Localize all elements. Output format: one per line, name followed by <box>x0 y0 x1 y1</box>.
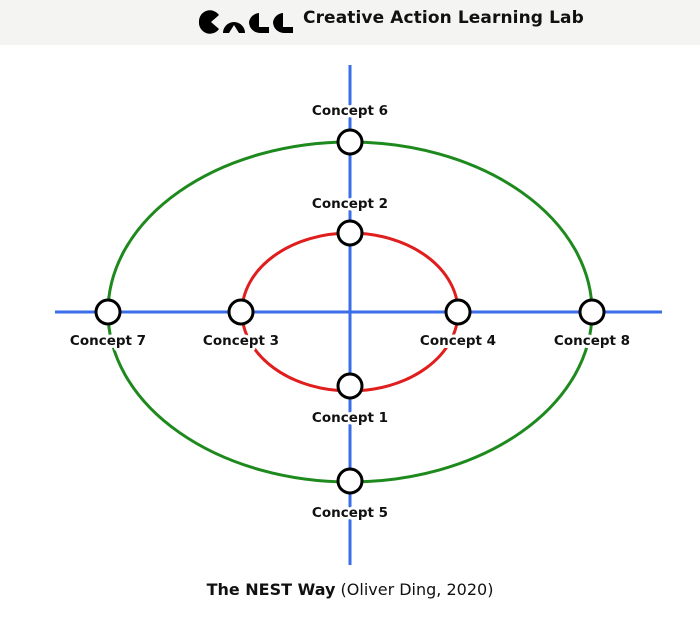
node-concept-3 <box>227 298 255 326</box>
caption-title: The NEST Way <box>206 580 336 599</box>
node-concept-2 <box>336 219 364 247</box>
nodes <box>94 128 606 495</box>
node-concept-5 <box>336 467 364 495</box>
node-concept-6 <box>336 128 364 156</box>
brand-title: Creative Action Learning Lab <box>303 8 584 28</box>
caption: The NEST Way (Oliver Ding, 2020) <box>0 580 700 599</box>
label-concept-6: Concept 6 <box>312 103 388 119</box>
label-concept-4: Concept 4 <box>420 333 496 349</box>
node-concept-8 <box>578 298 606 326</box>
node-concept-7 <box>94 298 122 326</box>
caption-credit: (Oliver Ding, 2020) <box>340 580 494 599</box>
label-concept-1: Concept 1 <box>312 410 388 426</box>
call-logo-icon <box>198 10 293 34</box>
node-concept-1 <box>336 372 364 400</box>
label-concept-2: Concept 2 <box>312 196 388 212</box>
label-concept-8: Concept 8 <box>554 333 630 349</box>
header-bar: Creative Action Learning Lab <box>0 0 700 45</box>
node-concept-4 <box>444 298 472 326</box>
label-concept-3: Concept 3 <box>203 333 279 349</box>
label-concept-7: Concept 7 <box>70 333 146 349</box>
label-concept-5: Concept 5 <box>312 505 388 521</box>
